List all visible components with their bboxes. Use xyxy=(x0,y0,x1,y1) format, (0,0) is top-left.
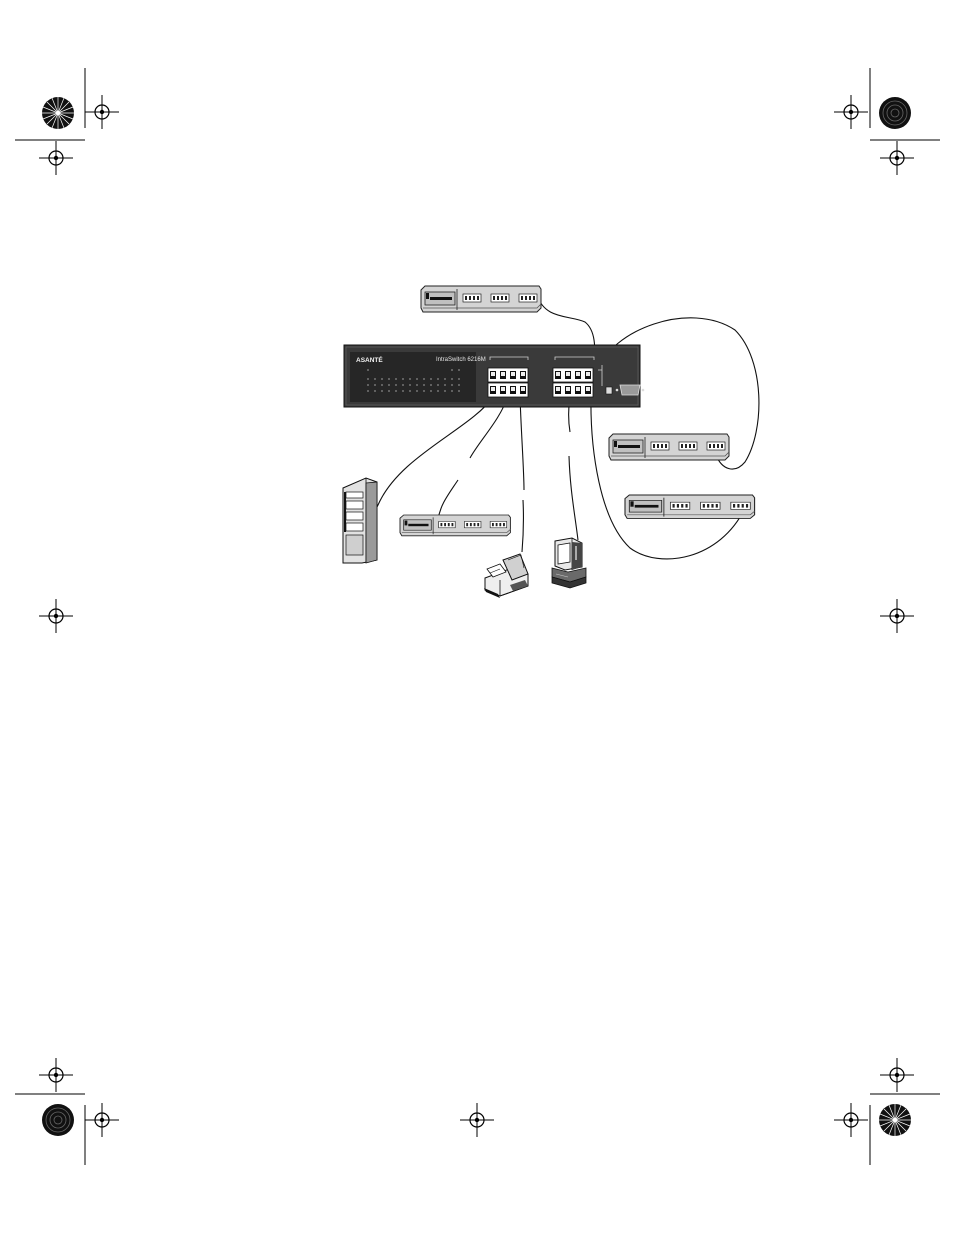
port-group-2-bottom xyxy=(553,383,593,397)
print-marks xyxy=(15,68,940,1165)
cable-to-hub-right-lower xyxy=(591,395,745,559)
hub-top xyxy=(421,286,541,312)
color-target-starburst xyxy=(42,97,74,129)
color-target-rings xyxy=(879,97,911,129)
registration-mark xyxy=(880,1058,914,1092)
switch-brand-label: ASANTÉ xyxy=(356,355,383,364)
registration-mark xyxy=(880,141,914,175)
console-port xyxy=(620,385,640,395)
port-group-1-bottom xyxy=(488,383,528,397)
port-group-1-top xyxy=(488,368,528,382)
registration-mark xyxy=(39,599,73,633)
server-tower xyxy=(343,478,377,563)
hub-bottom-left xyxy=(400,515,510,536)
hub-right-upper xyxy=(609,434,729,460)
registration-mark xyxy=(834,95,868,129)
registration-mark xyxy=(460,1103,494,1137)
registration-mark xyxy=(880,599,914,633)
workstation xyxy=(552,538,586,588)
network-switch: ASANTÉ IntraSwitch 6216M xyxy=(344,345,644,407)
registration-mark xyxy=(85,95,119,129)
registration-mark xyxy=(39,141,73,175)
color-target-rings xyxy=(42,1104,74,1136)
registration-mark xyxy=(85,1103,119,1137)
cable-to-printer xyxy=(520,396,524,490)
port-group-2-top xyxy=(553,368,593,382)
registration-mark xyxy=(39,1058,73,1092)
color-target-starburst xyxy=(879,1104,911,1136)
hub-right-lower xyxy=(625,495,755,518)
registration-mark xyxy=(834,1103,868,1137)
switch-model-label: IntraSwitch 6216M xyxy=(436,357,486,363)
printer xyxy=(484,554,528,598)
